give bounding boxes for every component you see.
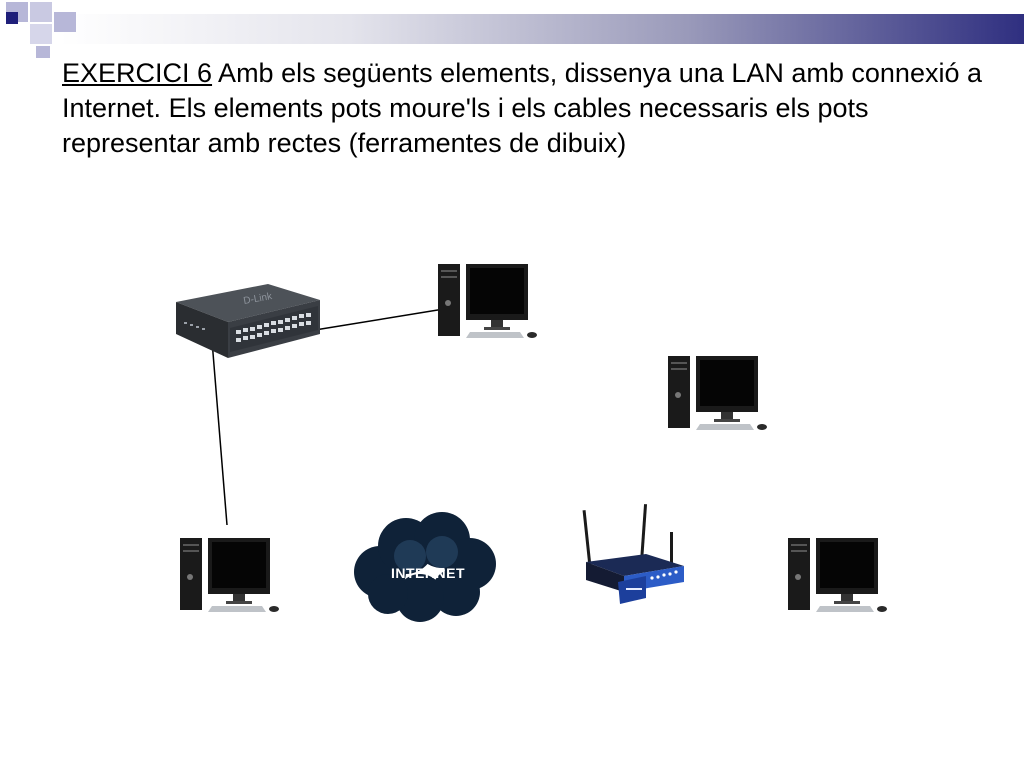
internet-cloud-label: INTERNET <box>391 565 465 581</box>
instruction-text: EXERCICI 6 Amb els següents elements, di… <box>62 56 982 161</box>
deco-square <box>54 12 76 32</box>
exercise-label: EXERCICI 6 <box>62 58 213 88</box>
deco-square <box>36 46 50 58</box>
desktop-computer-icon[interactable] <box>666 354 770 432</box>
internet-cloud-icon[interactable] <box>350 510 500 622</box>
decorative-squares <box>0 0 80 64</box>
header-gradient-bar <box>60 14 1024 44</box>
desktop-computer-icon[interactable] <box>436 262 540 340</box>
wireless-router-icon[interactable] <box>580 502 690 608</box>
instruction-body: Amb els següents elements, dissenya una … <box>62 58 982 158</box>
switch-brand-text: D-Link <box>243 291 274 307</box>
cable-switch-to-pc[interactable] <box>314 307 451 331</box>
deco-square <box>30 24 52 44</box>
desktop-computer-icon[interactable] <box>786 536 890 614</box>
deco-square <box>6 12 18 24</box>
switch-icon[interactable]: D-Link <box>172 282 324 360</box>
deco-square <box>30 2 52 22</box>
desktop-computer-icon[interactable] <box>178 536 282 614</box>
